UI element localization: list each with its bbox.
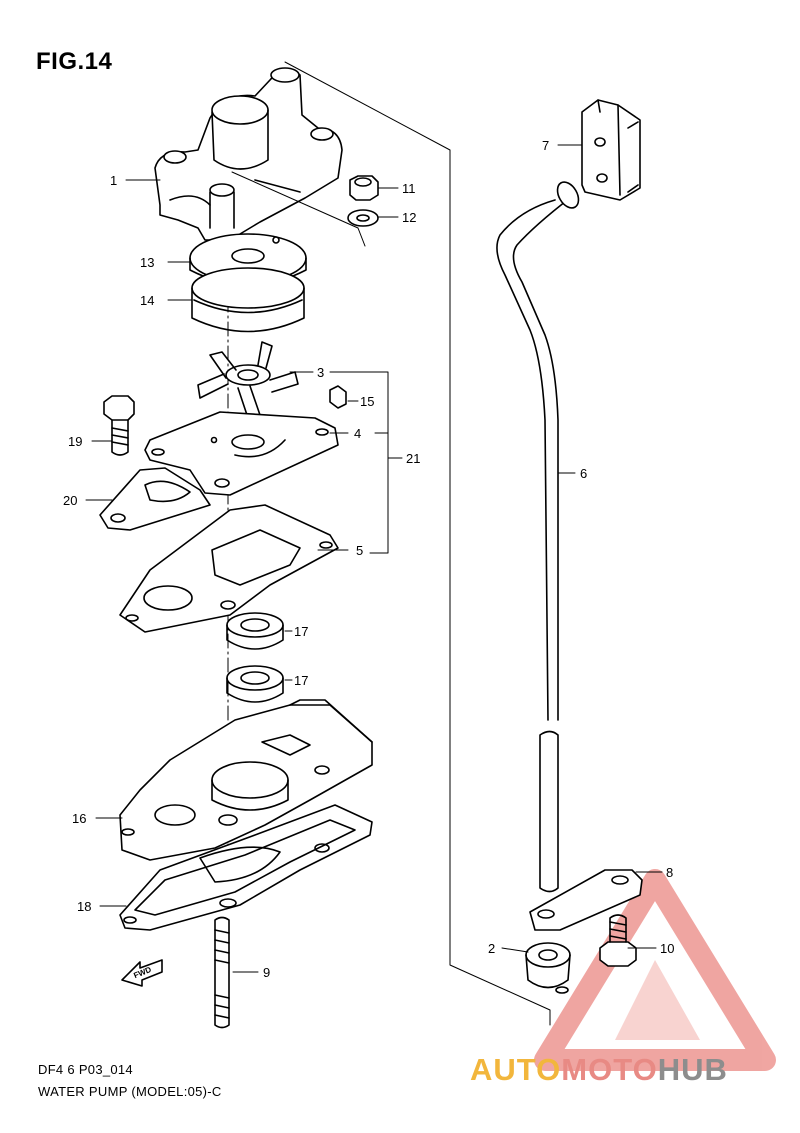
callout-18: 18 [77,899,91,914]
impeller-liner-part [191,267,305,333]
callout-7: 7 [542,138,549,153]
figure-title: FIG.14 [36,48,113,75]
nut-part [349,175,379,201]
tube-grommet-part [525,942,571,994]
pump-plate-part [144,411,339,496]
callout-10: 10 [660,941,674,956]
liner-ring-part [189,233,307,286]
pump-gasket-part [119,504,339,633]
watermark-triangle-logo [534,869,776,1071]
washer-part [347,209,379,227]
stud-bolt-part [214,916,230,1029]
grommet-part [581,99,641,201]
callout-17-upper: 17 [294,624,308,639]
impeller-part [197,341,299,419]
callout-13: 13 [140,255,154,270]
callout-3: 3 [317,365,324,380]
callout-1: 1 [110,173,117,188]
callout-15: 15 [360,394,374,409]
key-part [329,385,347,409]
callout-9: 9 [263,965,270,980]
callout-19: 19 [68,434,82,449]
watermark-part-auto: AUTO [470,1052,562,1087]
callout-8: 8 [666,865,673,880]
water-tube-part [496,181,580,893]
watermark-logo-text: AUTOMOTOHUB [470,1052,728,1088]
callout-4: 4 [354,426,361,441]
callout-17-lower: 17 [294,673,308,688]
oil-seal-upper-part [226,612,284,650]
pump-case-part [154,67,343,241]
callout-2: 2 [488,941,495,956]
lower-plate-gasket-part [99,467,211,531]
watermark-part-moto: MOTO [561,1052,658,1087]
callout-6: 6 [580,466,587,481]
diagram-code: DF4 6 P03_014 [38,1062,133,1077]
leader-lines [85,144,663,973]
bolt-part [103,395,135,456]
retainer-plate-part [529,869,643,931]
callout-5: 5 [356,543,363,558]
oil-seal-lower-part [226,665,284,703]
callout-11: 11 [402,181,416,196]
callout-21: 21 [406,451,420,466]
watermark-part-hub: HUB [657,1052,728,1087]
forward-arrow-icon [121,959,163,987]
plate-bolt-part [599,914,637,967]
diagram-caption: WATER PUMP (MODEL:05)-C [38,1084,222,1099]
callout-16: 16 [72,811,86,826]
housing-gasket-part [119,804,373,931]
callout-20: 20 [63,493,77,508]
pump-housing-part [119,699,373,861]
callout-12: 12 [402,210,416,225]
callout-14: 14 [140,293,154,308]
